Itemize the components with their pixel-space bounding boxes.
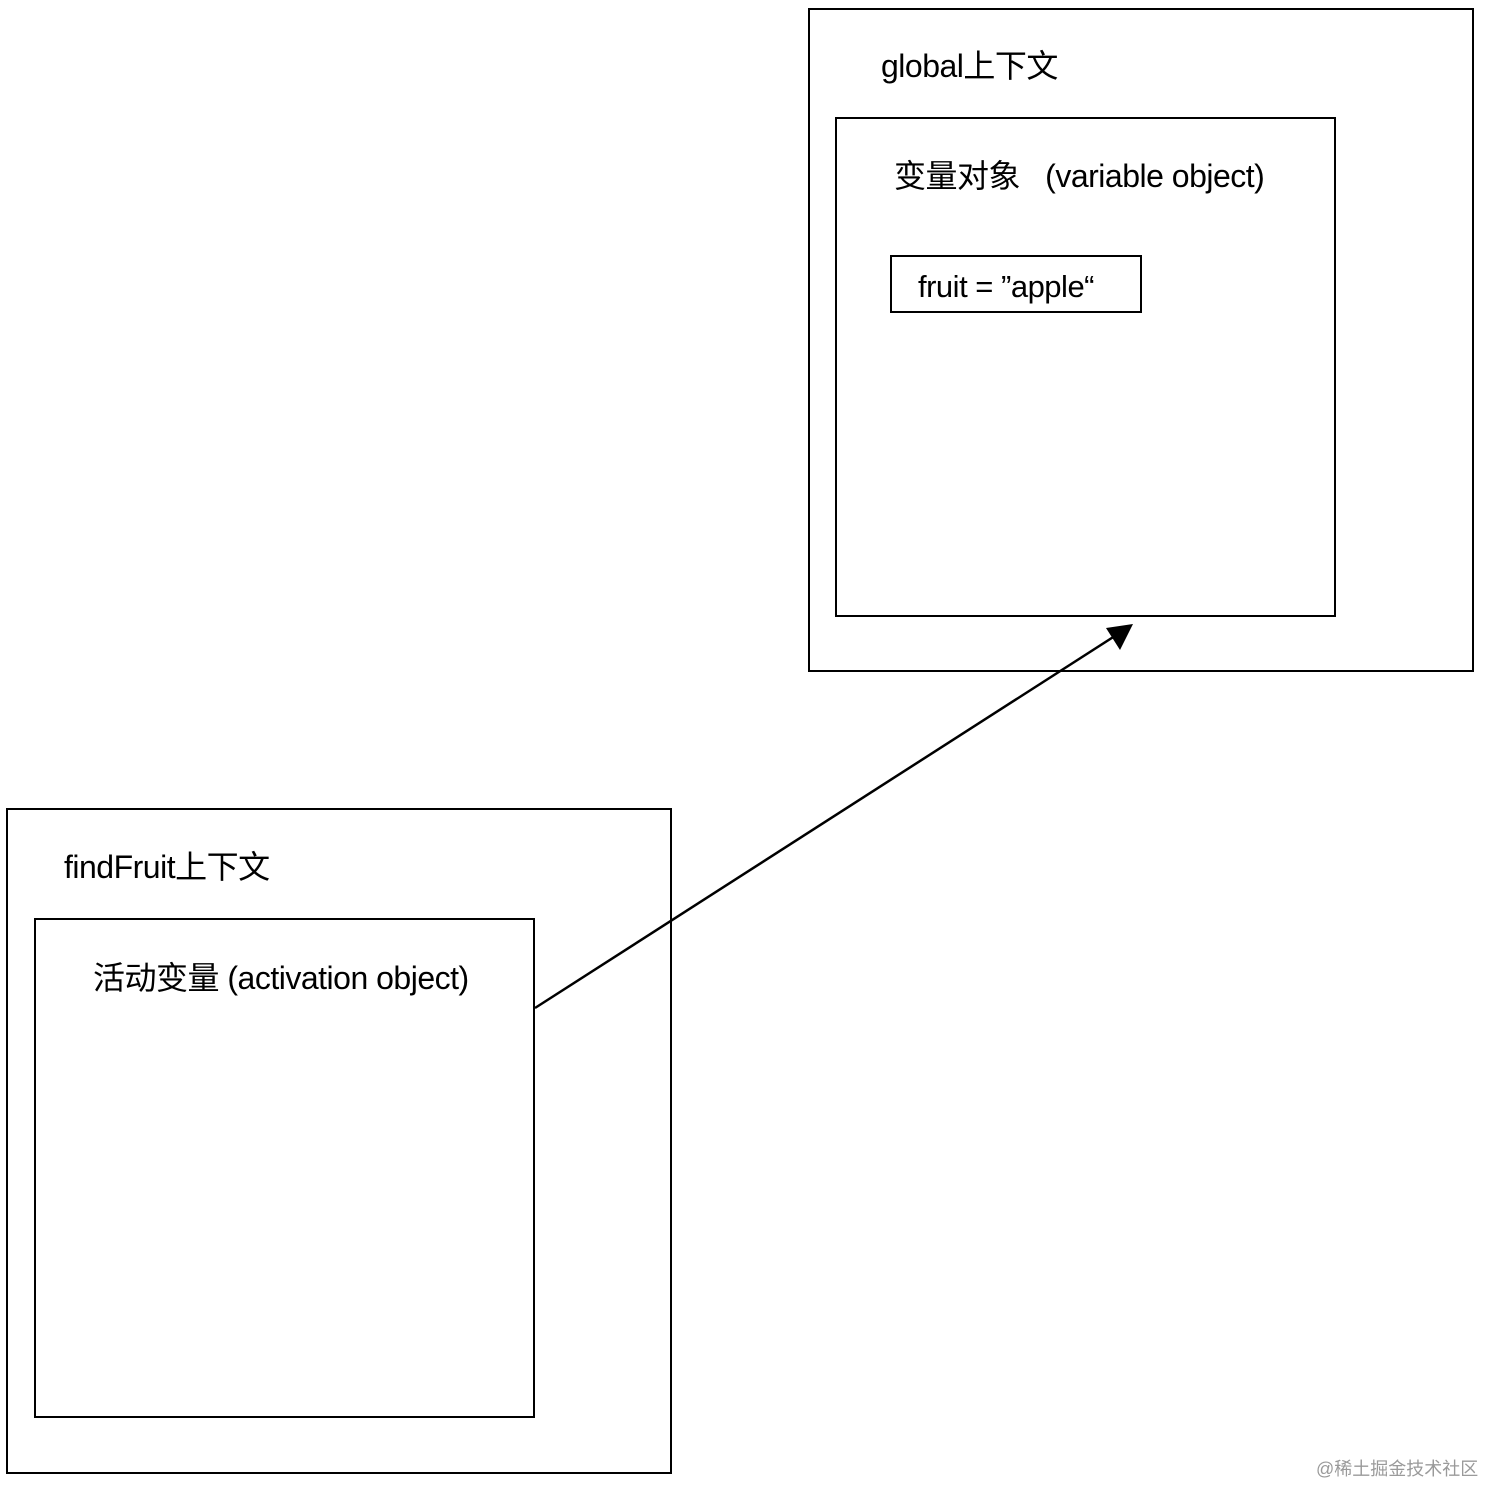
findfruit-context-title: findFruit上下文 [64, 849, 270, 885]
global-context-title: global上下文 [881, 48, 1058, 84]
arrow-head-icon [1106, 624, 1133, 650]
fruit-variable-entry [890, 255, 1142, 313]
activation-object-title: 活动变量 (activation object) [93, 960, 469, 996]
arrow-line [534, 632, 1119, 1010]
global-context-box [808, 8, 1474, 672]
variable-object-box [835, 117, 1336, 617]
activation-object-box [34, 918, 535, 1418]
fruit-variable-text: fruit = ”apple“ [918, 269, 1095, 304]
variable-object-title: 变量对象 (variable object) [894, 158, 1265, 194]
findfruit-context-box [6, 808, 672, 1474]
watermark: @稀土掘金技术社区 [1316, 1459, 1479, 1479]
